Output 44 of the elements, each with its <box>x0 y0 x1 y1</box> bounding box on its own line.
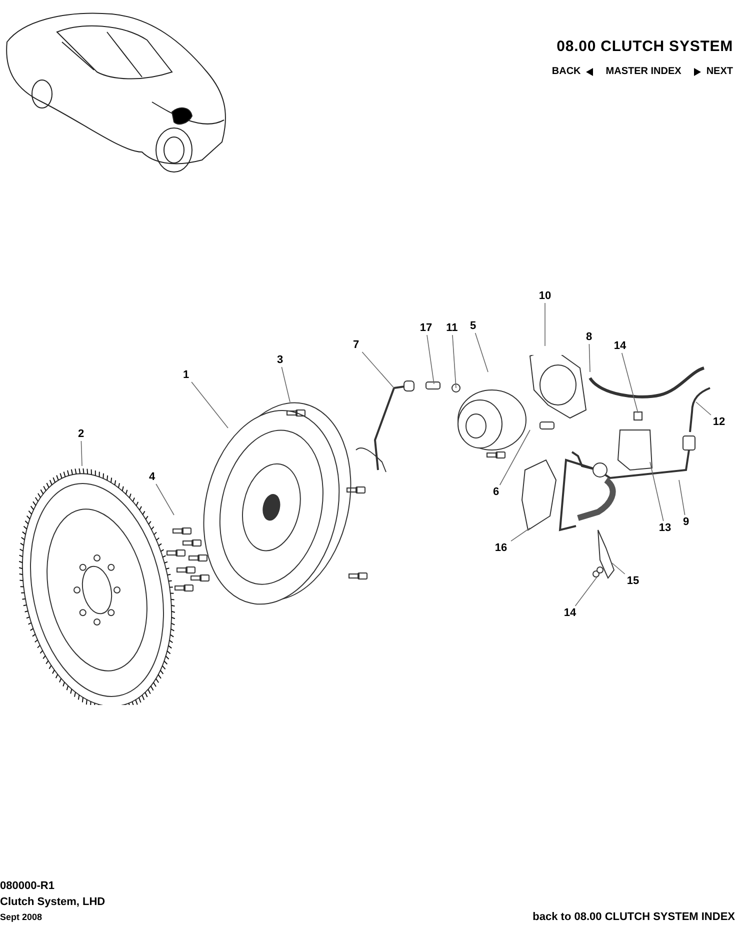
next-link: NEXT <box>706 65 733 79</box>
leader-line <box>510 528 530 542</box>
issue-date: Sept 2008 <box>0 911 42 924</box>
drawing-name: Clutch System, LHD <box>0 895 106 910</box>
callout-number: 2 <box>71 427 91 441</box>
leader-line <box>362 352 394 388</box>
leader-line <box>499 430 530 486</box>
leader-line <box>281 366 290 402</box>
callout-number: 1 <box>176 368 196 382</box>
callout-number: 14 <box>560 606 580 620</box>
leader-line <box>80 440 82 466</box>
callout-number: 16 <box>491 541 511 555</box>
leader-line <box>426 334 434 384</box>
leader-line <box>156 484 174 516</box>
back-link: BACK <box>552 65 581 79</box>
callout-number: 6 <box>486 485 506 499</box>
callout-number: 4 <box>142 470 162 484</box>
callout-number: 10 <box>535 289 555 303</box>
callout-number: 12 <box>709 415 729 429</box>
leader-line <box>696 402 712 416</box>
leader-line <box>452 334 456 388</box>
callout-number: 9 <box>676 515 696 529</box>
leader-line <box>574 576 598 606</box>
leader-line <box>588 344 590 372</box>
callout-number: 8 <box>579 330 599 344</box>
back-to-index-link: back to 08.00 CLUTCH SYSTEM INDEX <box>532 910 735 925</box>
leader-line <box>621 352 638 414</box>
leader-line <box>650 462 664 522</box>
page-title: 08.00 CLUTCH SYSTEM <box>556 37 733 57</box>
callout-number: 3 <box>270 353 290 367</box>
callout-number: 7 <box>346 338 366 352</box>
leader-line <box>612 562 626 574</box>
callout-number: 14 <box>610 339 630 353</box>
callout-number: 11 <box>442 321 462 335</box>
leader-line <box>191 382 228 428</box>
callout-number: 13 <box>655 521 675 535</box>
callout-number: 15 <box>623 574 643 588</box>
callout-number: 17 <box>416 321 436 335</box>
leader-line <box>678 480 686 516</box>
leader-line <box>544 302 546 346</box>
drawing-number: 080000-R1 <box>0 879 54 894</box>
master-index-link: MASTER INDEX <box>606 65 682 79</box>
callout-number: 5 <box>463 319 483 333</box>
leader-line <box>474 332 488 372</box>
